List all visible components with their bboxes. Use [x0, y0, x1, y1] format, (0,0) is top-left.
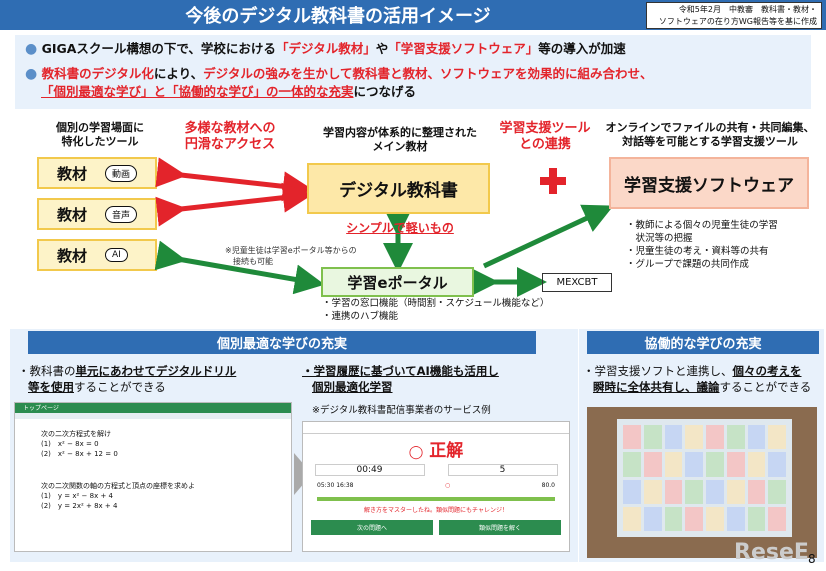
support-list: ・教師による個々の児童生徒の学習 状況等の把握・児童生徒の考え・資料等の共有・グ…	[626, 220, 778, 270]
drill-caption: ・教科書の単元にあわせてデジタルドリル等を使用することができる	[18, 364, 237, 394]
intro-text: により、	[153, 66, 204, 81]
material-label: 教材	[57, 164, 88, 183]
intro-text: GIGAスクール構想の下で、学校における	[41, 41, 276, 56]
drill-tab: トップページ	[15, 403, 291, 413]
whiteboard-grid	[617, 419, 792, 537]
intro-emph: デジタルの強みを生かして教科書と教材、ソフトウェアを効果的に組み合わせ、	[203, 66, 653, 81]
page-number: 8	[808, 552, 816, 566]
individual-learning-panel: 個別最適な学びの充実 ・教科書の単元にあわせてデジタルドリル等を使用することがで…	[10, 329, 578, 562]
score-box: 5	[447, 464, 558, 476]
red-caption-access: 多様な教材への円滑なアクセス	[184, 121, 276, 152]
source-line-1: 令和5年2月 中教審 教科書・教材・	[678, 5, 817, 14]
mexcbt-box: MEXCBT	[542, 273, 612, 292]
intro-box: ● GIGAスクール構想の下で、学校における「デジタル教材」や「学習支援ソフトウ…	[15, 35, 811, 109]
source-note: 令和5年2月 中教審 教科書・教材・ ソフトウェアの在り方WG報告等を基に作成	[646, 2, 822, 29]
intro-emph: 「学習支援ソフトウェア」	[388, 41, 539, 56]
ai-caption: ・学習履歴に基づいてAI機能も活用し個別最適化学習	[302, 364, 499, 394]
portal-list: ・学習の窓口機能（時間割・スケジュール機能など）・連携のハブ機能	[322, 298, 550, 322]
green-arrows	[154, 204, 614, 297]
plus-icon	[540, 168, 566, 194]
drill-question: 次の二次関数の軸の方程式と頂点の座標を求めよ	[41, 482, 195, 490]
similar-button[interactable]: 類似問題を解く	[439, 520, 561, 535]
ai-screenshot: ◯ 正解 00:49 5 05:30 16:38○80.0 解き方をマスターした…	[302, 421, 570, 552]
watermark-logo: ReseE	[734, 540, 809, 565]
intro-emph: 教科書のデジタル化	[41, 66, 154, 81]
drill-item: (1) y = x² − 8x + 4	[41, 492, 114, 500]
intro-text: や	[375, 41, 389, 56]
intro-text: 等の導入が加速	[538, 41, 626, 56]
source-line-2: ソフトウェアの在り方WG報告等を基に作成	[658, 17, 817, 26]
material-box-video: 教材動画	[37, 157, 157, 189]
drill-question: 次の二次方程式を解け	[41, 430, 111, 438]
time-box: 00:49	[314, 464, 425, 476]
learning-support-box: 学習支援ソフトウェア	[609, 157, 809, 209]
individual-learning-bar: 個別最適な学びの充実	[28, 331, 536, 354]
right-heading: オンラインでファイルの共有・共同編集、対話等を可能とする学習支援ツール	[605, 121, 815, 148]
intro-bullet-2: ● 教科書のデジタル化により、デジタルの強みを生かして教科書と教材、ソフトウェア…	[25, 65, 805, 101]
correct-label: ◯ 正解	[408, 441, 464, 461]
material-label: 教材	[57, 205, 88, 224]
rate-value: 80.0	[541, 482, 555, 489]
learning-portal-box: 学習eポータル	[321, 267, 474, 297]
video-tag: 動画	[105, 164, 138, 182]
drill-item: (2) y = 2x² + 8x + 4	[41, 502, 118, 510]
center-heading: 学習内容が体系的に整理されたメイン教材	[323, 126, 477, 153]
audio-tag: 音声	[105, 205, 138, 223]
collaborative-learning-bar: 協働的な学びの充実	[587, 331, 819, 354]
ai-tag: AI	[105, 248, 128, 262]
history-row: 05:30 16:38	[317, 482, 354, 489]
collab-caption: ・学習支援ソフトと連携し、個々の考えを瞬時に全体共有し、議論することができる	[583, 364, 812, 394]
drill-item: (2) x² − 8x + 12 = 0	[41, 450, 118, 458]
drill-screenshot: トップページ 次の二次方程式を解け (1) x² − 8x = 0 (2) x²…	[14, 402, 292, 552]
feedback-msg: 解き方をマスターしたね。類似問題にもチャレンジ！	[364, 507, 508, 514]
progress-bar	[317, 497, 555, 501]
classroom-photo	[587, 407, 817, 558]
next-button[interactable]: 次の問題へ	[311, 520, 433, 535]
intro-emph: 「個別最適な学び」と「協働的な学び」の一体的な充実	[41, 84, 354, 99]
material-box-audio: 教材音声	[37, 198, 157, 230]
diagram-arrows	[154, 157, 614, 297]
bullet-icon: ●	[25, 66, 38, 82]
red-caption-link: 学習支援ツールとの連携	[499, 121, 591, 152]
intro-bullet-1: ● GIGAスクール構想の下で、学校における「デジタル教材」や「学習支援ソフトウ…	[25, 40, 805, 58]
left-heading: 個別の学習場面に特化したツール	[56, 121, 144, 148]
red-arrows	[155, 157, 313, 227]
intro-text: につなげる	[353, 84, 417, 99]
material-box-ai: 教材 AI	[37, 239, 157, 271]
bullet-icon: ●	[25, 41, 38, 57]
drill-item: (1) x² − 8x = 0	[41, 440, 99, 448]
portal-note: ※児童生徒は学習eポータル等からの 接続も可能	[225, 246, 357, 266]
collaborative-learning-panel: 協働的な学びの充実 ・学習支援ソフトと連携し、個々の考えを瞬時に全体共有し、議論…	[579, 329, 824, 562]
intro-emph: 「デジタル教材」	[275, 41, 376, 56]
service-note: ※デジタル教科書配信事業者のサービス例	[312, 405, 491, 416]
digital-textbook-box: デジタル教科書	[307, 163, 490, 214]
material-label: 教材	[57, 246, 88, 265]
simple-caption: シンプルで軽いもの	[346, 221, 454, 235]
